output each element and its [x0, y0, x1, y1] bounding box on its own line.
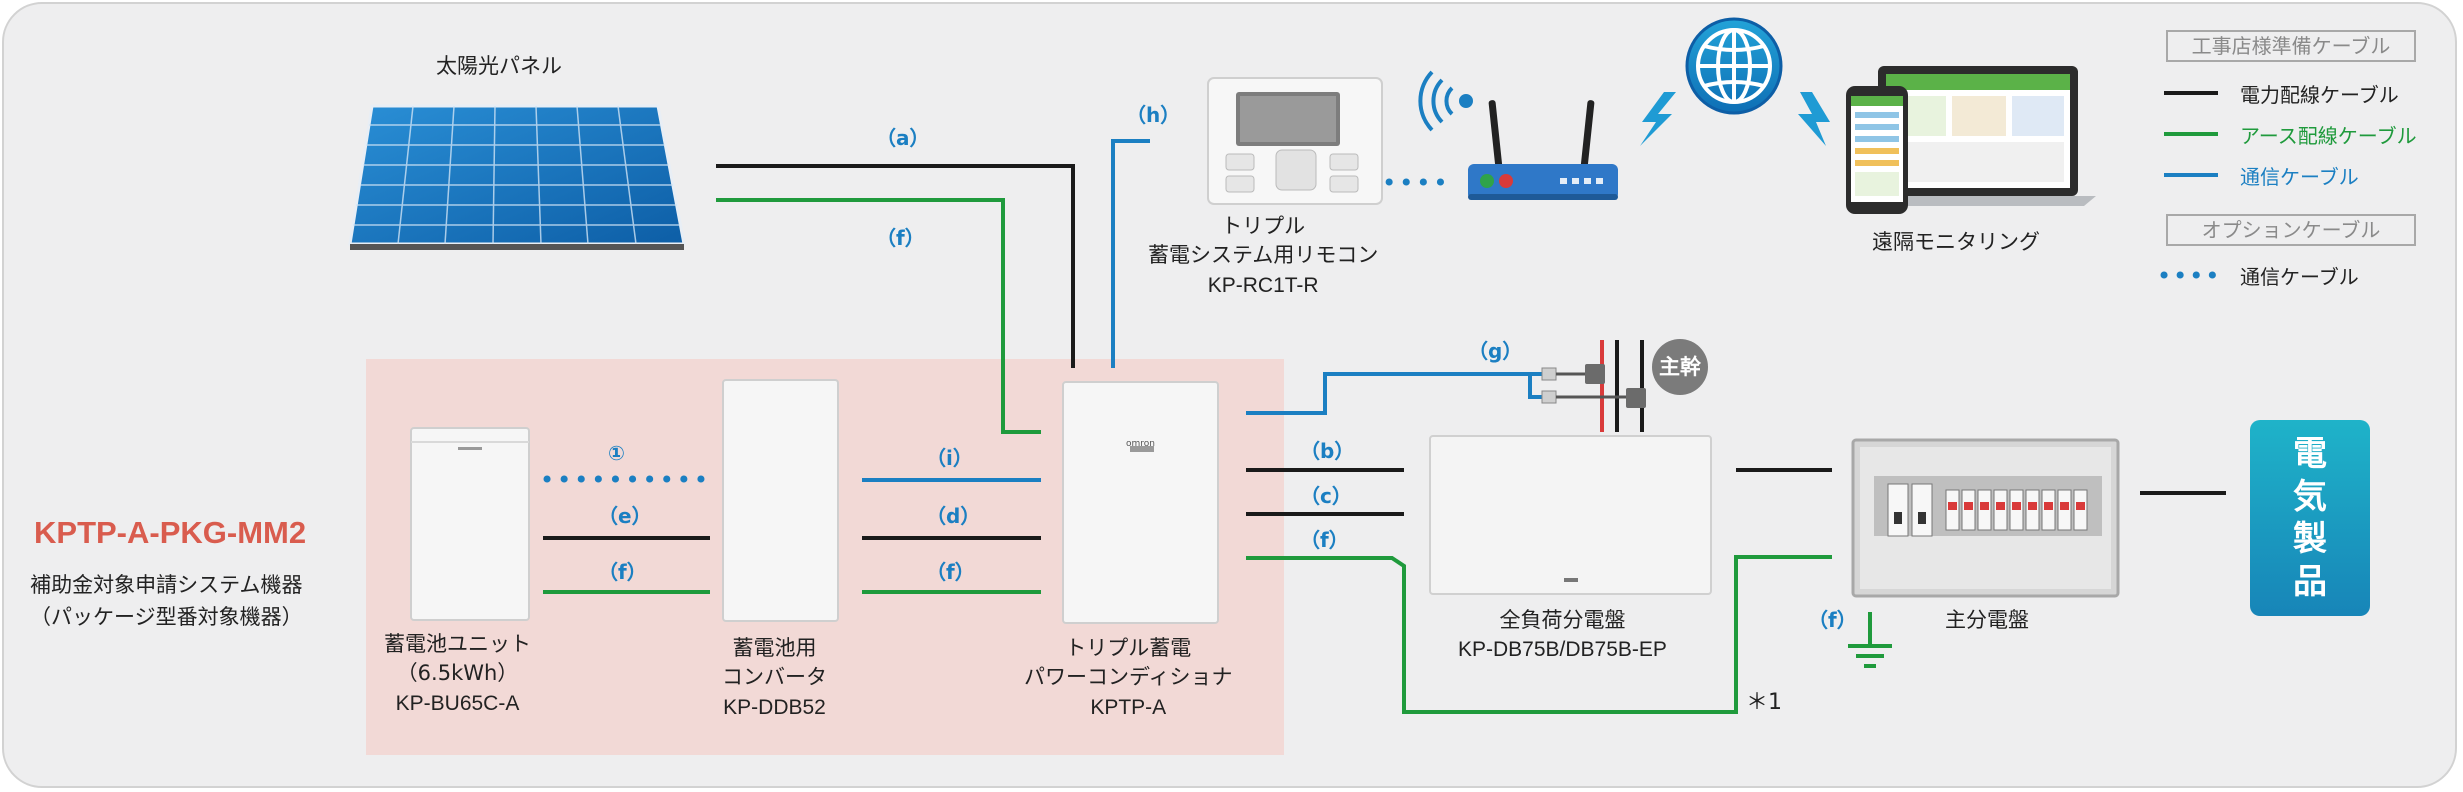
battery-label: 蓄電池ユニット （6.5kWh） KP-BU65C-A: [384, 630, 531, 718]
cable-label-g: （g）: [1468, 339, 1523, 363]
legend-option-title: オプションケーブル: [2166, 214, 2416, 246]
legend-option-comm: 通信ケーブル: [2240, 265, 2359, 289]
appliance-char-1: 電: [2293, 434, 2327, 474]
package-desc-line1: 補助金対象申請システム機器: [30, 573, 303, 597]
ground-icon: [1848, 612, 1892, 668]
converter-icon: [722, 379, 839, 622]
distribution-panel-icon: [1851, 438, 2120, 598]
legend-comm: 通信ケーブル: [2240, 165, 2359, 189]
converter-name-line1: 蓄電池用: [732, 636, 817, 660]
package-desc-line2: （パッケージ型番対象機器）: [30, 604, 303, 629]
breaker-icon: [1541, 340, 1646, 432]
cable-label-b: （b）: [1300, 439, 1355, 463]
cable-label-e: （e）: [598, 504, 652, 528]
cable-label-h: （h）: [1126, 103, 1181, 127]
lightning-icon: [1640, 92, 1830, 146]
package-description: 補助金対象申請システム機器 （パッケージ型番対象機器）: [30, 570, 303, 633]
cable-label-one: ①: [608, 441, 625, 465]
pcs-label: トリプル蓄電 パワーコンディショナ KPTP-A: [1024, 634, 1233, 722]
remote-control-icon: [1207, 77, 1383, 205]
router-icon: [1468, 100, 1618, 200]
pcs-brand: omron: [1126, 439, 1155, 449]
cable-label-f-solar: （f）: [876, 226, 925, 250]
cable-label-c: （c）: [1300, 484, 1352, 508]
appliance-char-4: 品: [2293, 561, 2327, 602]
cable-label-f-battery: （f）: [598, 560, 647, 584]
remote-model: KP-RC1T-R: [1207, 273, 1319, 297]
remote-label: トリプル 蓄電システム用リモコン KP-RC1T-R: [1148, 212, 1378, 300]
converter-name-line2: コンバータ: [722, 665, 827, 690]
battery-capacity: （6.5kWh）: [396, 661, 519, 686]
full-load-panel-model: KP-DB75B/DB75B-EP: [1458, 638, 1667, 662]
battery-icon: [410, 427, 530, 621]
full-load-panel-label: 全負荷分電盤 KP-DB75B/DB75B-EP: [1458, 606, 1667, 665]
wifi-icon: [1418, 70, 1473, 132]
appliance-char-3: 製: [2293, 519, 2327, 559]
legend-power: 電力配線ケーブル: [2240, 83, 2399, 107]
cable-label-f-pcs: （f）: [1300, 528, 1349, 552]
battery-name: 蓄電池ユニット: [384, 632, 531, 656]
monitoring-label: 遠隔モニタリング: [1872, 230, 2040, 254]
legend-contractor-title: 工事店様準備ケーブル: [2166, 30, 2416, 62]
main-panel-label: 主分電盤: [1945, 608, 2029, 632]
cable-label-d: （d）: [926, 504, 981, 528]
converter-model: KP-DDB52: [723, 695, 826, 719]
appliance-char-2: 気: [2293, 476, 2327, 517]
cable-label-f-ground: （f）: [1808, 608, 1857, 632]
appliance-box: 電 気 製 品: [2250, 420, 2370, 616]
pcs-model: KPTP-A: [1090, 695, 1167, 719]
cable-label-a: （a）: [876, 126, 930, 150]
tablet-icon: [1846, 86, 1908, 214]
solar-panel-label: 太陽光パネル: [436, 54, 562, 78]
pcs-name-line1: トリプル蓄電: [1065, 636, 1192, 660]
battery-model: KP-BU65C-A: [395, 691, 520, 715]
cable-label-i: （i）: [926, 446, 973, 470]
trunk-badge: 主幹: [1652, 339, 1708, 395]
globe-icon: [1685, 17, 1783, 115]
note-marker: ＊1: [1746, 690, 1782, 715]
legend-swatches: [2160, 91, 2222, 279]
laptop-icon: [1860, 66, 2096, 206]
full-load-panel-icon: [1429, 435, 1712, 595]
full-load-panel-name: 全負荷分電盤: [1499, 608, 1626, 632]
remote-name-line1: トリプル: [1221, 214, 1306, 238]
solar-panel-icon: [348, 104, 686, 250]
converter-label: 蓄電池用 コンバータ KP-DDB52: [722, 634, 827, 722]
cable-label-f-converter: （f）: [926, 560, 975, 584]
pcs-name-line2: パワーコンディショナ: [1024, 665, 1233, 690]
legend-earth: アース配線ケーブル: [2240, 124, 2417, 148]
package-model: KPTP-A-PKG-MM2: [34, 515, 307, 550]
pcs-icon: [1062, 381, 1219, 624]
remote-name-line2: 蓄電システム用リモコン: [1148, 243, 1379, 268]
